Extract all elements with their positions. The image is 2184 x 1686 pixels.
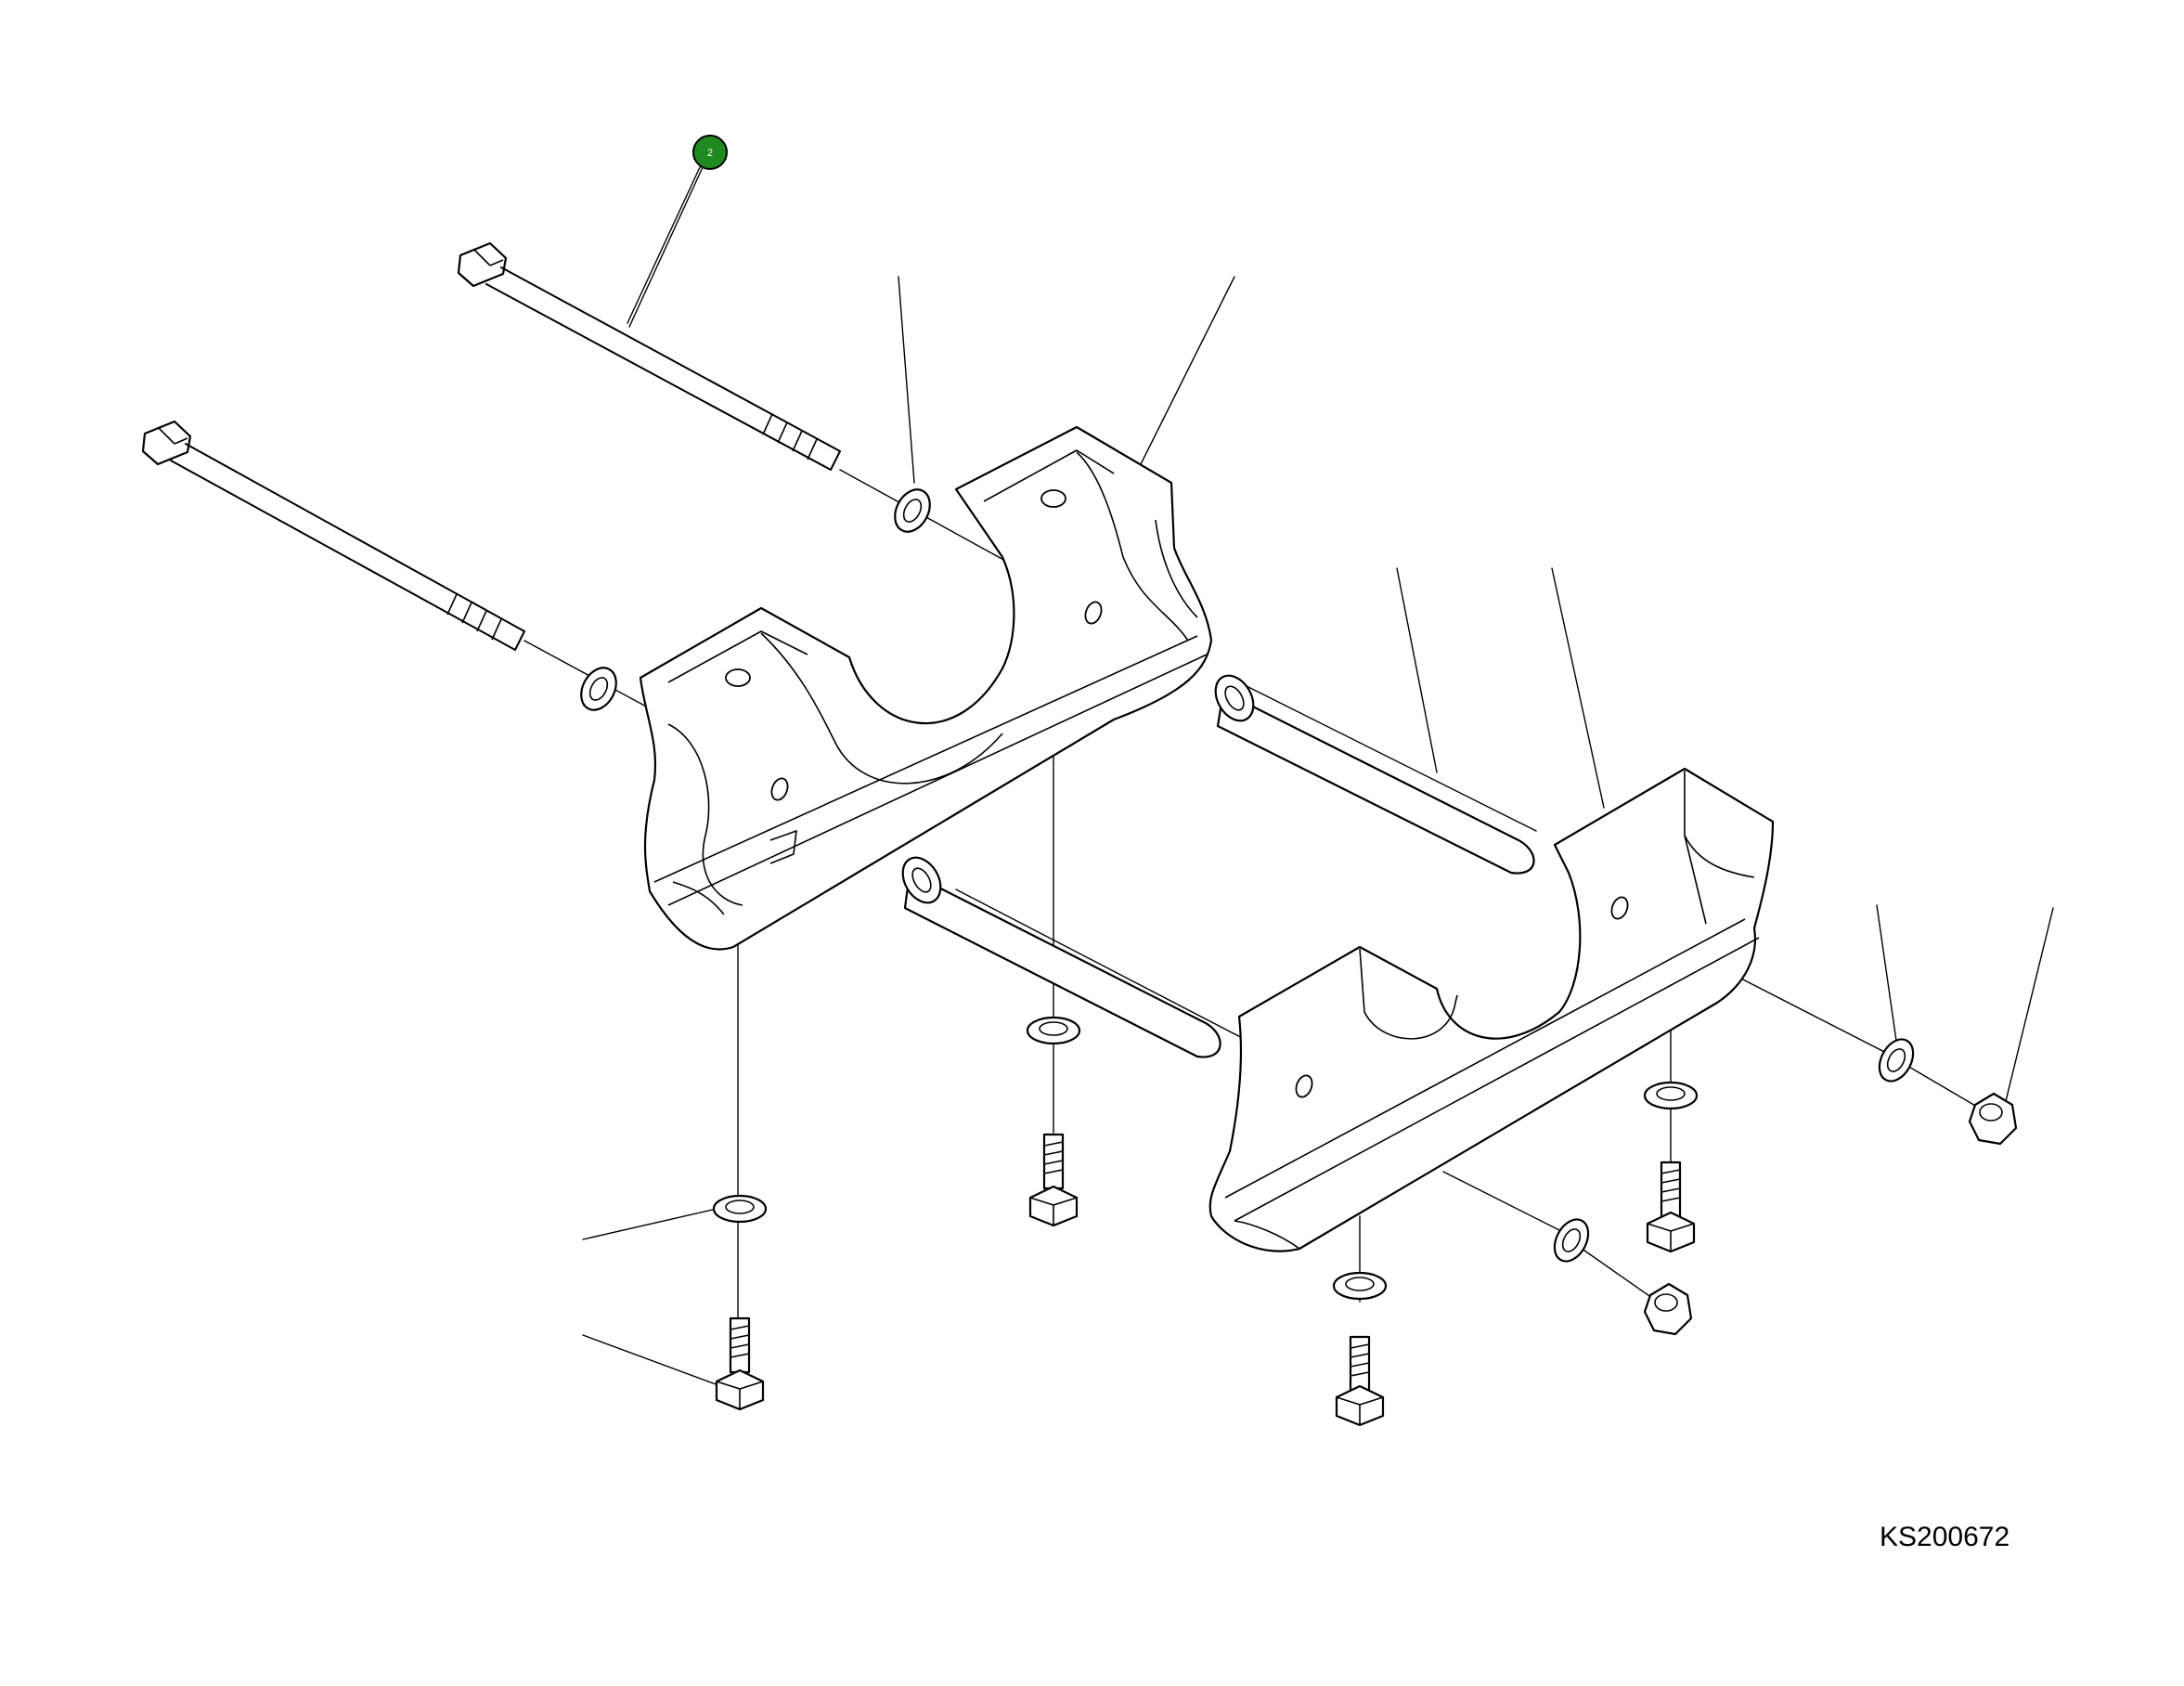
hole [770, 777, 789, 801]
callout-marker[interactable] [692, 135, 728, 170]
hole [1040, 489, 1066, 508]
hole [1084, 601, 1103, 625]
short-bolt-bottom [1335, 1335, 1385, 1427]
washer-bottom-vertical [1332, 1271, 1388, 1301]
hex-nut-right [1968, 1092, 2018, 1146]
leader-lines [582, 164, 2054, 1389]
short-bolt-center [1028, 1133, 1079, 1227]
upper-clamp-half [639, 425, 1213, 951]
hole [1610, 896, 1629, 920]
spacer-tube-upper [1214, 674, 1535, 875]
washer-right-axial [1878, 1038, 1915, 1083]
long-bolt-upper [457, 241, 841, 471]
hole [1295, 1074, 1313, 1098]
callout-number: 2 [707, 148, 713, 159]
washer-bottom-axial [1553, 1218, 1590, 1263]
washer-left-vertical [712, 1194, 768, 1224]
long-bolt-lower [141, 420, 525, 651]
hex-nut-bottom [1643, 1282, 1693, 1336]
washer-center-vertical [1026, 1016, 1081, 1045]
lower-clamp-half [1208, 767, 1775, 1252]
document-id: KS200672 [1880, 1522, 2010, 1552]
callout-2[interactable]: 2 [627, 135, 728, 324]
hole [725, 668, 751, 687]
short-bolt-left [715, 1316, 765, 1411]
washer-upper-bolt [894, 488, 931, 533]
washer-right-vertical [1643, 1081, 1699, 1110]
washer-lower-bolt [580, 667, 617, 711]
spacer-tube-lower [901, 856, 1221, 1058]
short-bolt-right [1646, 1161, 1696, 1253]
